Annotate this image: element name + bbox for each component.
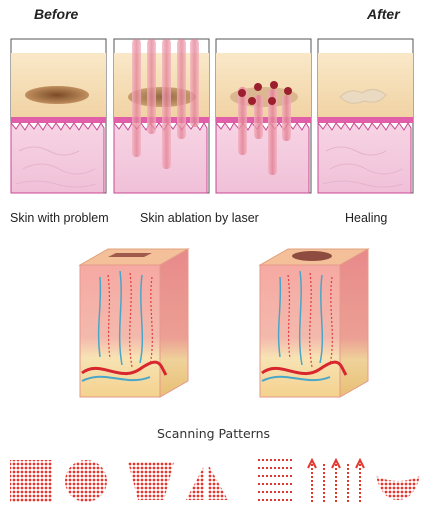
lesion-icon <box>25 86 89 104</box>
pattern-circle-icon <box>65 460 107 502</box>
skin-cube-before <box>80 249 188 397</box>
pattern-square-icon <box>10 460 52 502</box>
scanning-patterns-title: Scanning Patterns <box>0 426 427 441</box>
panel-skin-columns <box>216 39 311 193</box>
pattern-wave-arrows-icon <box>308 460 364 502</box>
cube-treated-area-icon <box>292 251 332 261</box>
skin-panels-diagram <box>0 36 427 196</box>
panel-skin-problem <box>11 39 106 193</box>
caption-healing: Healing <box>345 211 387 225</box>
panel-healing <box>318 39 413 193</box>
scanning-patterns-row <box>0 454 427 506</box>
pattern-triangles-icon <box>186 464 228 500</box>
skin-cube-after <box>260 249 368 397</box>
after-label: After <box>367 6 400 22</box>
pattern-trapezoid-icon <box>128 462 174 500</box>
before-label: Before <box>34 6 78 22</box>
pattern-crescent-icon <box>376 476 420 500</box>
caption-problem: Skin with problem <box>10 211 109 225</box>
panel-skin-ablation <box>114 39 209 193</box>
skin-cubes-diagram <box>40 247 400 407</box>
pattern-zigzag-arrows-icon <box>258 460 292 500</box>
caption-ablation: Skin ablation by laser <box>140 211 259 225</box>
